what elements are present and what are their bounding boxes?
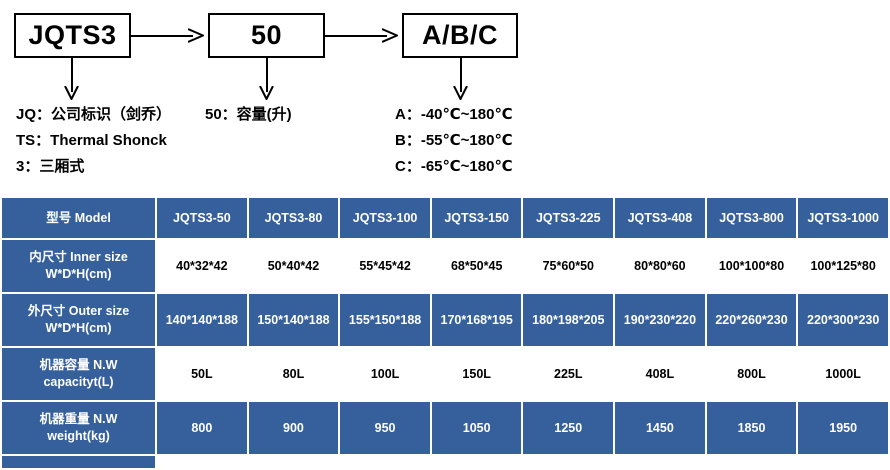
code-box-model-prefix: JQTS3 xyxy=(14,13,131,58)
legend-line: B：-55℃~180℃ xyxy=(395,132,513,149)
table-cell: 100*100*80 xyxy=(706,240,797,292)
arrow-shaft-volume-down xyxy=(266,58,268,92)
table-row: 内尺寸 Inner size W*D*H(cm) 40*32*42 50*40*… xyxy=(2,240,888,292)
table-cell: 1450 xyxy=(615,402,705,454)
table-cell: 1850 xyxy=(706,402,797,454)
header-model: JQTS3-150 xyxy=(431,198,522,238)
legend-line: 50：容量(升) xyxy=(205,106,292,123)
table-row-clipped xyxy=(2,456,888,468)
table-cell xyxy=(340,456,430,468)
row-label-secondary: capacityt(L) xyxy=(43,375,114,389)
header-model: JQTS3-80 xyxy=(248,198,339,238)
table-cell: 190*230*220 xyxy=(615,294,705,346)
legend-line: TS：Thermal Shonck xyxy=(16,132,167,149)
row-label-primary: 机器容量 N.W xyxy=(39,358,118,372)
legend-temp-range: A：-40℃~180℃ B：-55℃~180℃ C：-65℃~180℃ xyxy=(395,102,513,180)
table-cell: 1250 xyxy=(523,402,614,454)
table-cell: 50*40*42 xyxy=(248,240,339,292)
table-cell xyxy=(523,456,614,468)
table-cell: 68*50*45 xyxy=(431,240,522,292)
header-label: 型号 Model xyxy=(2,198,156,238)
arrow-shaft-model-down xyxy=(71,58,73,92)
model-code-diagram: JQTS3 50 A/B/C JQ：公司标识（剑乔） TS：Thermal Sh… xyxy=(0,0,890,196)
table-cell: 100L xyxy=(340,348,430,400)
row-label-secondary: weight(kg) xyxy=(47,429,110,443)
table-cell: 80L xyxy=(248,348,339,400)
table-cell: 220*300*230 xyxy=(798,294,888,346)
table-cell: 150L xyxy=(431,348,522,400)
arrow-head-right-icon xyxy=(381,28,400,43)
row-label-secondary: W*D*H(cm) xyxy=(45,267,112,281)
header-model: JQTS3-100 xyxy=(340,198,430,238)
specification-table: 型号 Model JQTS3-50 JQTS3-80 JQTS3-100 JQT… xyxy=(0,196,890,470)
row-label-outer-size: 外尺寸 Outer size W*D*H(cm) xyxy=(2,294,156,346)
table-cell: 900 xyxy=(248,402,339,454)
table-cell: 1050 xyxy=(431,402,522,454)
legend-line: JQ：公司标识（剑乔） xyxy=(16,106,172,123)
arrow-shaft-model-to-volume xyxy=(131,35,193,37)
table-cell: 50L xyxy=(157,348,247,400)
table-cell: 80*80*60 xyxy=(615,240,705,292)
table-row: 机器容量 N.W capacityt(L) 50L 80L 100L 150L … xyxy=(2,348,888,400)
table-cell: 1950 xyxy=(798,402,888,454)
row-label-primary: 内尺寸 Inner size xyxy=(29,250,128,264)
table-cell: 1000L xyxy=(798,348,888,400)
legend-line: A：-40℃~180℃ xyxy=(395,106,513,123)
header-model: JQTS3-1000 xyxy=(798,198,888,238)
legend-volume: 50：容量(升) xyxy=(205,102,292,128)
legend-line: 3：三厢式 xyxy=(16,158,85,175)
arrow-head-down-icon xyxy=(64,85,79,102)
table-cell xyxy=(248,456,339,468)
table-cell: 75*60*50 xyxy=(523,240,614,292)
code-box-volume: 50 xyxy=(208,13,325,58)
row-label-secondary: W*D*H(cm) xyxy=(45,321,112,335)
row-label-weight: 机器重量 N.W weight(kg) xyxy=(2,402,156,454)
table-cell: 55*45*42 xyxy=(340,240,430,292)
legend-line: C：-65℃~180℃ xyxy=(395,158,513,175)
table-cell xyxy=(798,456,888,468)
arrow-head-right-icon xyxy=(187,28,206,43)
header-model: JQTS3-408 xyxy=(615,198,705,238)
table-row: 外尺寸 Outer size W*D*H(cm) 140*140*188 150… xyxy=(2,294,888,346)
table-row: 机器重量 N.W weight(kg) 800 900 950 1050 125… xyxy=(2,402,888,454)
table-cell: 170*168*195 xyxy=(431,294,522,346)
table-cell: 100*125*80 xyxy=(798,240,888,292)
table-cell: 950 xyxy=(340,402,430,454)
table-row-header: 型号 Model JQTS3-50 JQTS3-80 JQTS3-100 JQT… xyxy=(2,198,888,238)
table-cell: 140*140*188 xyxy=(157,294,247,346)
arrow-shaft-temp-down xyxy=(460,58,462,92)
table-cell: 800 xyxy=(157,402,247,454)
table-cell: 408L xyxy=(615,348,705,400)
row-label-primary: 外尺寸 Outer size xyxy=(27,304,130,318)
table-cell: 220*260*230 xyxy=(706,294,797,346)
header-model: JQTS3-800 xyxy=(706,198,797,238)
table-cell xyxy=(615,456,705,468)
header-model: JQTS3-50 xyxy=(157,198,247,238)
code-box-temp-range: A/B/C xyxy=(402,13,518,58)
table-cell xyxy=(157,456,247,468)
legend-model-prefix: JQ：公司标识（剑乔） TS：Thermal Shonck 3：三厢式 xyxy=(16,102,171,180)
table-cell: 800L xyxy=(706,348,797,400)
table-cell xyxy=(2,456,156,468)
table-cell: 150*140*188 xyxy=(248,294,339,346)
header-model: JQTS3-225 xyxy=(523,198,614,238)
row-label-inner-size: 内尺寸 Inner size W*D*H(cm) xyxy=(2,240,156,292)
table-cell: 40*32*42 xyxy=(157,240,247,292)
arrow-shaft-volume-to-temp xyxy=(325,35,387,37)
table-cell xyxy=(431,456,522,468)
table-cell: 180*198*205 xyxy=(523,294,614,346)
row-label-capacity: 机器容量 N.W capacityt(L) xyxy=(2,348,156,400)
table-cell: 155*150*188 xyxy=(340,294,430,346)
row-label-primary: 机器重量 N.W xyxy=(39,412,118,426)
arrow-head-down-icon xyxy=(259,85,274,102)
arrow-head-down-icon xyxy=(453,85,468,102)
table-cell xyxy=(706,456,797,468)
table-cell: 225L xyxy=(523,348,614,400)
